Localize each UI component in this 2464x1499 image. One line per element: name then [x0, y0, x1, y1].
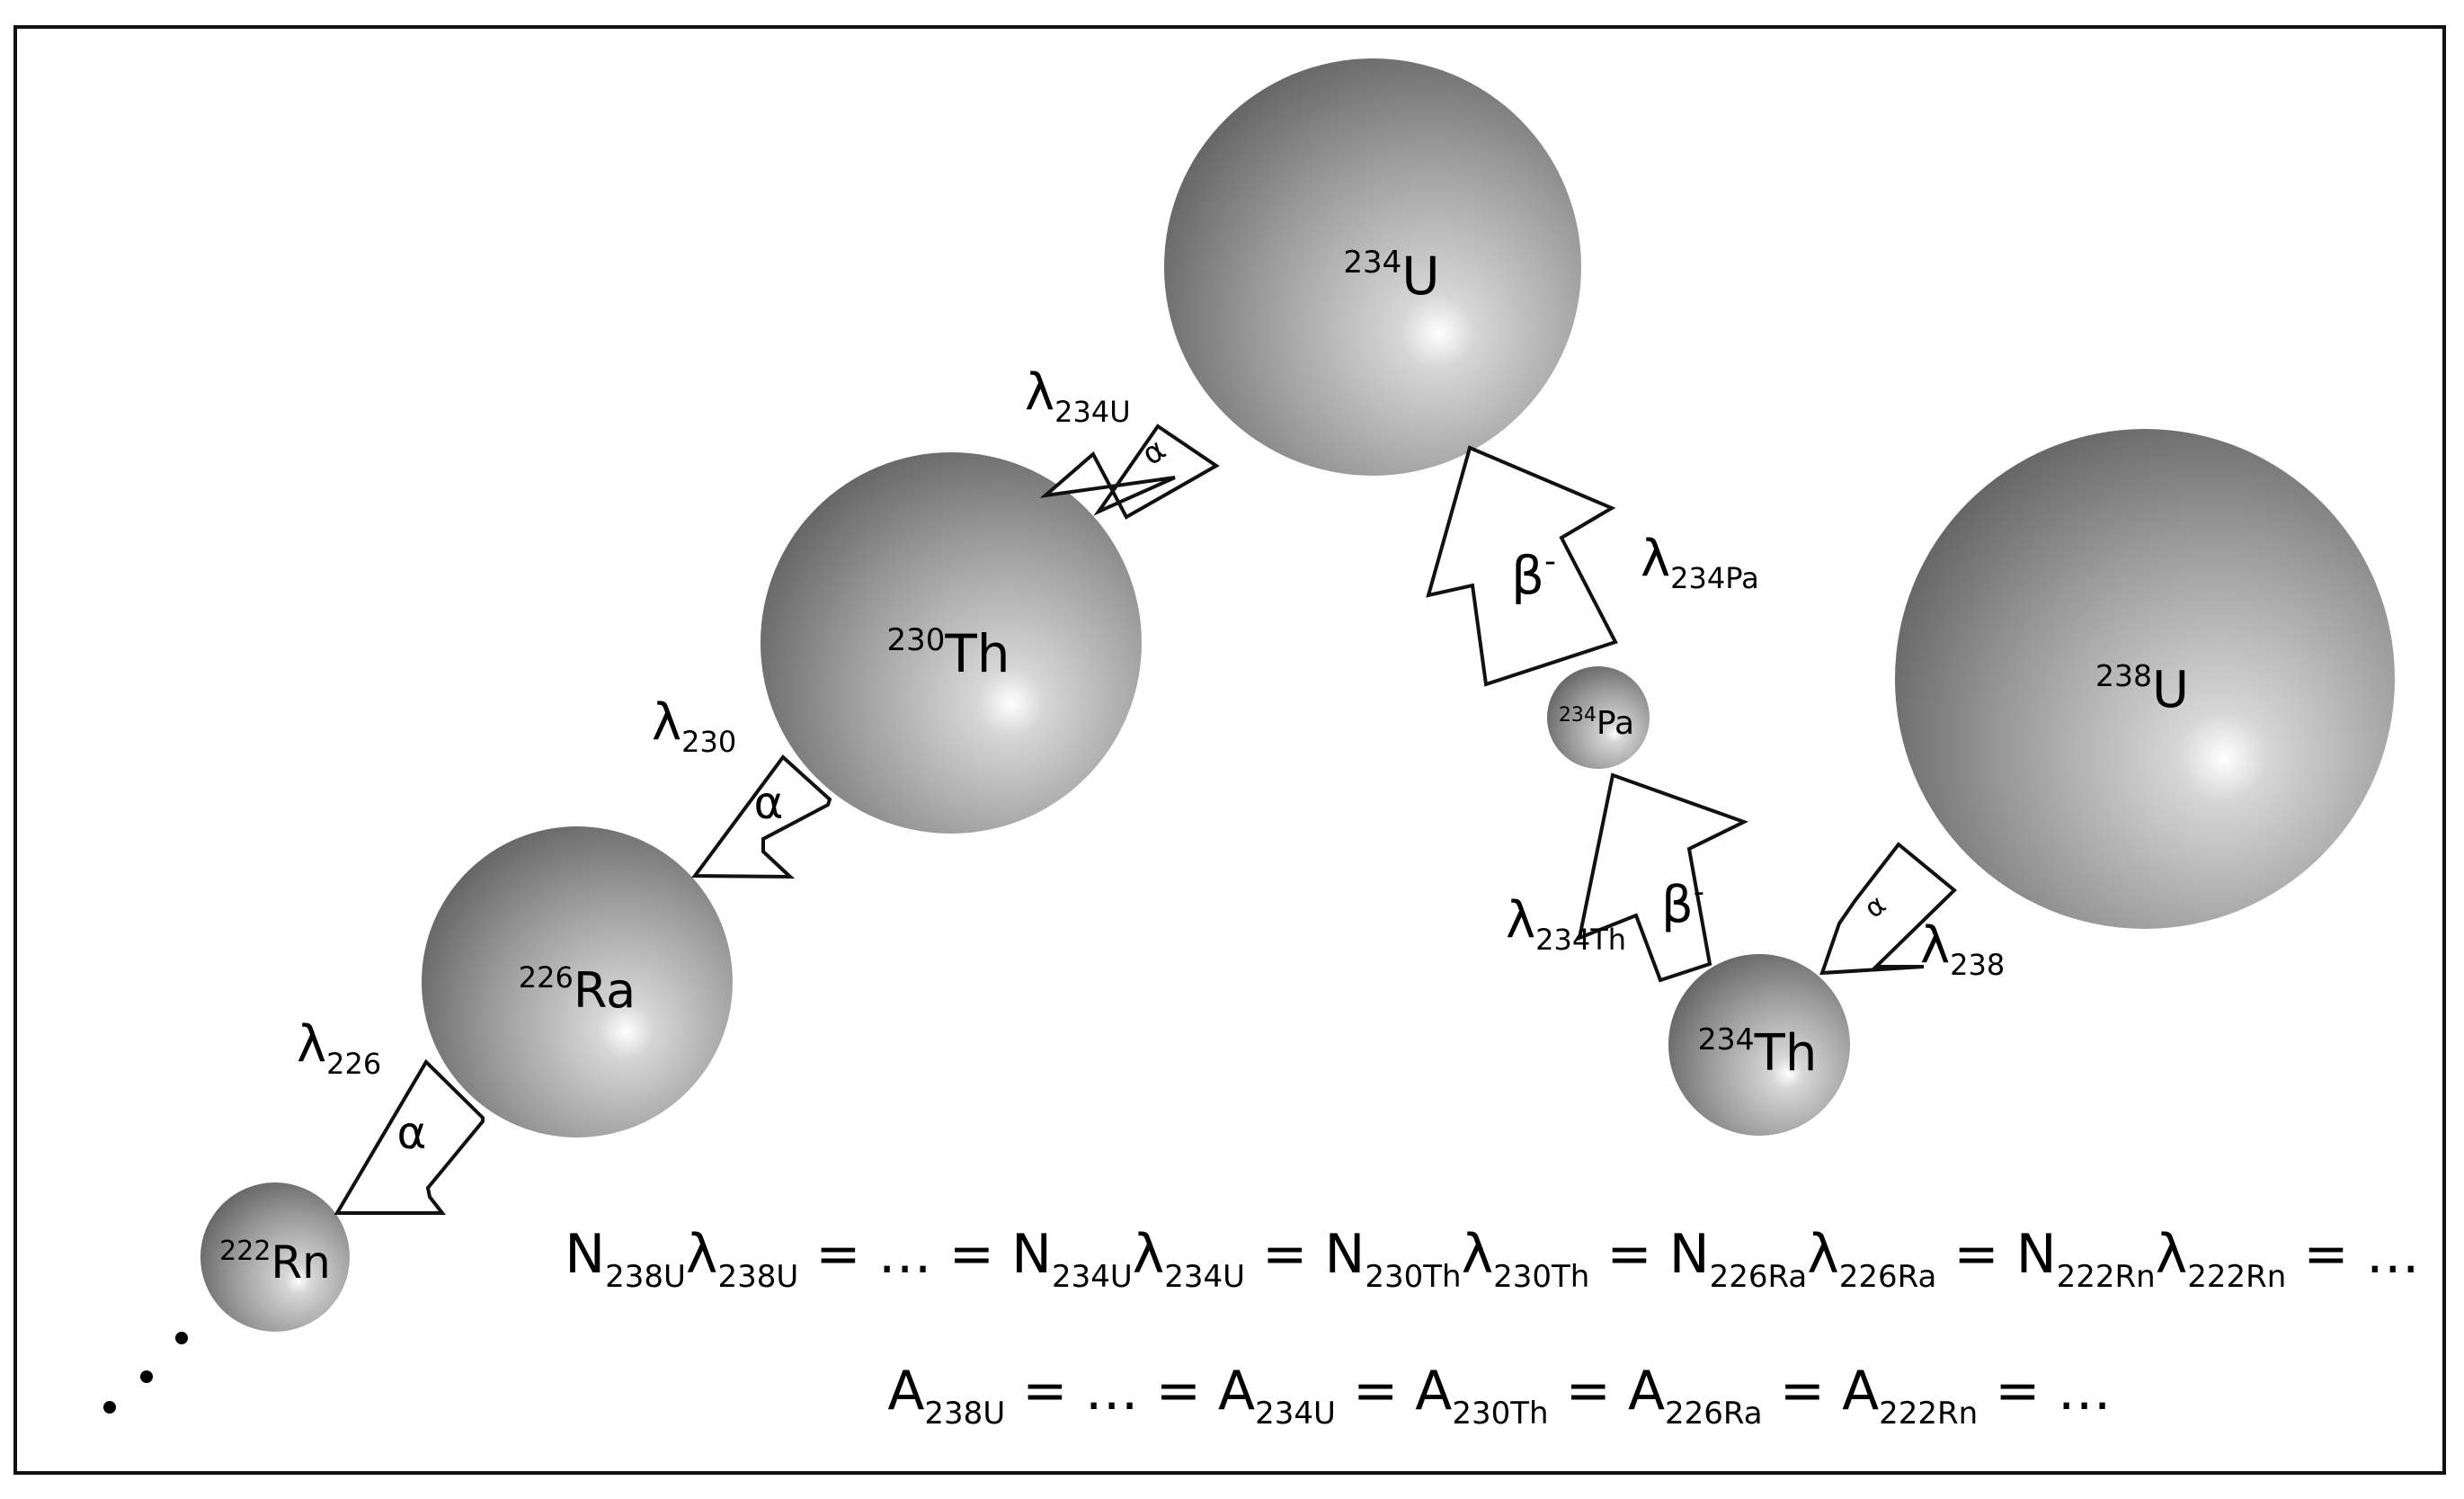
- equation-term: N: [565, 1223, 605, 1286]
- sphere-th234: [1668, 954, 1850, 1136]
- arrow-u238-alpha: [1819, 842, 1957, 976]
- equation-term: λ: [1462, 1223, 1494, 1286]
- label-th234: 234Th: [1698, 1022, 1818, 1083]
- decay-type-pa234: β-: [1511, 543, 1556, 606]
- equation-subscript: 222Rn: [1879, 1396, 1978, 1432]
- equation-subscript: 222Rn: [2187, 1259, 2286, 1295]
- equation-subscript: 226Ra: [1839, 1259, 1937, 1295]
- arrow-ra226-alpha: [334, 1058, 485, 1215]
- equation-subscript: 230Th: [1365, 1259, 1461, 1295]
- equation-subscript: 226Ra: [1665, 1396, 1763, 1432]
- equation-subscript: 238U: [605, 1259, 686, 1295]
- arrow-pa234-beta: [1426, 445, 1618, 687]
- decay-type-ra226: α: [397, 1107, 427, 1159]
- lambda-th230: λ230: [652, 693, 736, 759]
- equation-term: λ: [1807, 1223, 1839, 1286]
- chain-continues-dots: [103, 1332, 188, 1414]
- equation-term: N: [2016, 1223, 2057, 1286]
- label-u238: 238U: [2095, 658, 2189, 719]
- sphere-u234: [1164, 58, 1581, 476]
- sphere-rn222: [200, 1182, 350, 1332]
- equation-subscript: 238U: [717, 1259, 798, 1295]
- lambda-u238: λ238: [1920, 916, 2005, 982]
- label-th230: 230Th: [886, 622, 1010, 684]
- decay-type-th234: β-: [1661, 874, 1704, 934]
- diagram-frame: [13, 25, 2446, 1475]
- equation-term: N: [1324, 1223, 1365, 1286]
- arrow-th230-alpha: [691, 754, 832, 879]
- equation-subscript: 230Th: [1493, 1259, 1589, 1295]
- equation-term: A: [1842, 1360, 1879, 1423]
- lambda-u234: λ234U: [1025, 363, 1131, 429]
- label-ra226: 226Ra: [519, 960, 636, 1019]
- equation-term: = … =: [1005, 1360, 1218, 1423]
- sphere-th230: [761, 452, 1142, 834]
- equation-subscript: 222Rn: [2057, 1259, 2156, 1295]
- equation-term: λ: [2156, 1223, 2188, 1286]
- equation-term: =: [1936, 1223, 2015, 1286]
- equation-term: =: [1336, 1360, 1415, 1423]
- arrow-u234-alpha: [1039, 424, 1220, 520]
- lambda-ra226: λ226: [297, 1015, 381, 1081]
- equation-subscript: 238U: [924, 1396, 1005, 1432]
- equation-term: A: [887, 1360, 924, 1423]
- label-u234: 234U: [1343, 245, 1439, 307]
- equation-term: =: [1245, 1223, 1324, 1286]
- label-pa234: 234Pa: [1559, 704, 1634, 742]
- arrow-th234-beta: [1577, 772, 1749, 983]
- equation-subscript: 234U: [1255, 1396, 1336, 1432]
- equation-term: = …: [1978, 1360, 2111, 1423]
- sphere-u238: [1895, 429, 2395, 929]
- lambda-pa234: λ234Pa: [1641, 530, 1759, 595]
- equation-subscript: 234U: [1164, 1259, 1245, 1295]
- equation-secular-equilibrium-activity: A238U = … = A234U = A230Th = A226Ra = A2…: [887, 1360, 2111, 1432]
- equation-term: N: [1669, 1223, 1710, 1286]
- equation-term: A: [1628, 1360, 1665, 1423]
- equation-term: N: [1011, 1223, 1052, 1286]
- equation-term: =: [1763, 1360, 1842, 1423]
- equation-term: =: [1549, 1360, 1628, 1423]
- label-rn222: 222Rn: [219, 1236, 331, 1289]
- equation-subscript: 230Th: [1452, 1396, 1548, 1432]
- lambda-th234: λ234Th: [1506, 891, 1626, 957]
- decay-type-th230: α: [754, 777, 784, 829]
- equation-term: A: [1415, 1360, 1452, 1423]
- equation-term: A: [1218, 1360, 1255, 1423]
- equation-term: = …: [2286, 1223, 2419, 1286]
- sphere-ra226: [422, 826, 733, 1138]
- equation-secular-equilibrium-n-lambda: N238Uλ238U = … = N234Uλ234U = N230Thλ230…: [565, 1223, 2420, 1295]
- equation-term: λ: [686, 1223, 718, 1286]
- equation-subscript: 226Ra: [1710, 1259, 1808, 1295]
- sphere-pa234: [1547, 666, 1650, 769]
- equation-subscript: 234U: [1052, 1259, 1133, 1295]
- equation-term: =: [1589, 1223, 1668, 1286]
- equation-term: λ: [1133, 1223, 1165, 1286]
- equation-term: = … =: [798, 1223, 1011, 1286]
